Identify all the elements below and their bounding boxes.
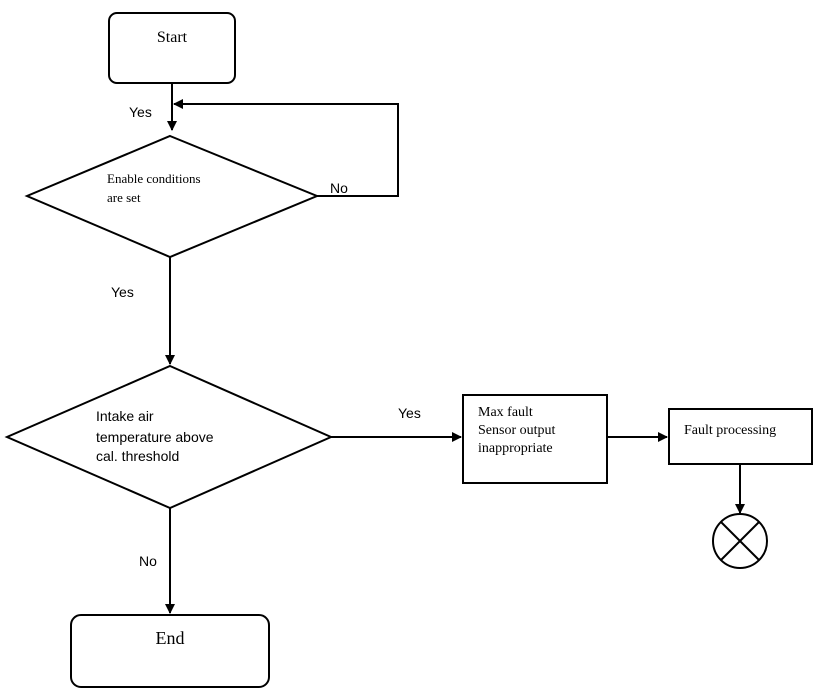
no-bottom-label: No xyxy=(139,553,157,569)
intake-air-line-1: Intake air xyxy=(96,408,154,424)
no-loop-label: No xyxy=(330,180,348,196)
yes-middle-label: Yes xyxy=(111,284,134,300)
intake-air-line-3: cal. threshold xyxy=(96,448,179,464)
start-label: Start xyxy=(157,29,188,46)
yes-top-label: Yes xyxy=(129,104,152,120)
fault-processing-box: Fault processing xyxy=(668,408,813,465)
enable-conditions-line-1: Enable conditions xyxy=(107,171,201,186)
yes-right-label: Yes xyxy=(398,405,421,421)
max-fault-line-3: inappropriate xyxy=(478,441,553,456)
max-fault-line-1: Max fault xyxy=(478,405,533,420)
enable-conditions-line-2: are set xyxy=(107,190,141,205)
end-label: End xyxy=(156,628,185,648)
intake-air-line-2: temperature above xyxy=(96,429,214,445)
no-loop-arrow xyxy=(173,99,399,197)
terminator-x-icon xyxy=(712,513,768,569)
intake-air-decision: Intake air temperature above cal. thresh… xyxy=(4,364,334,510)
fault-processing-label: Fault processing xyxy=(684,423,776,438)
enable-conditions-decision: Enable conditions are set xyxy=(24,134,320,259)
start-node: Start xyxy=(108,12,236,84)
end-node: End xyxy=(70,614,270,688)
max-fault-line-2: Sensor output xyxy=(478,423,556,438)
max-fault-box: Max fault Sensor output inappropriate xyxy=(462,394,608,484)
